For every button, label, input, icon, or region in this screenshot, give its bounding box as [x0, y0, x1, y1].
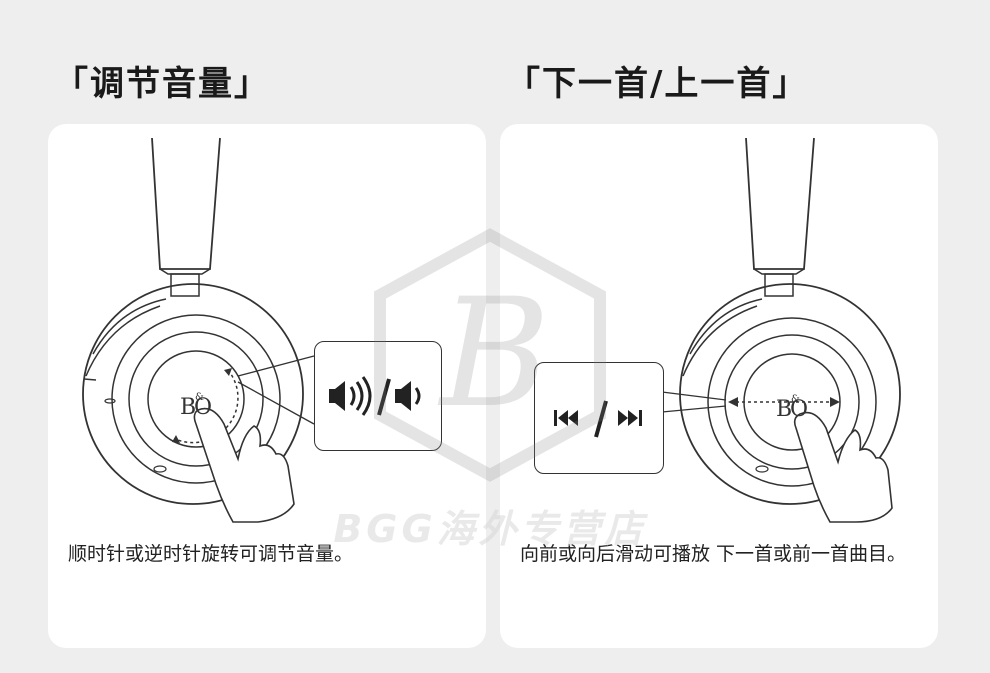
track-instruction-card: B & O 向前或向后滑动可播放 下一首或前一首曲目。: [500, 124, 938, 648]
volume-instruction-card: B & O 顺时针或逆时针旋转可调节音量。: [48, 124, 486, 648]
track-callout: [534, 362, 664, 474]
bo-logo-text: B: [776, 397, 792, 422]
slash-divider: [377, 378, 391, 416]
svg-text:&: &: [791, 394, 800, 405]
svg-text:O: O: [790, 397, 808, 422]
headphone-track-illustration: B & O: [661, 137, 901, 523]
volume-callout: [314, 341, 442, 451]
volume-caption: 顺时针或逆时针旋转可调节音量。: [68, 543, 354, 565]
previous-track-icon: [554, 410, 578, 426]
volume-up-icon: [329, 376, 372, 416]
svg-text:O: O: [194, 395, 212, 420]
headphone-volume-illustration: B & O: [82, 137, 315, 523]
bo-logo-text: B: [180, 395, 196, 420]
slash-divider: [594, 400, 608, 438]
panel-title-track: 「下一首/上一首」: [506, 64, 809, 104]
panel-title-volume: 「调节音量」: [54, 64, 270, 104]
svg-text:&: &: [195, 392, 204, 403]
next-track-icon: [618, 410, 642, 426]
volume-down-icon: [395, 381, 421, 411]
track-caption: 向前或向后滑动可播放 下一首或前一首曲目。: [520, 543, 907, 565]
